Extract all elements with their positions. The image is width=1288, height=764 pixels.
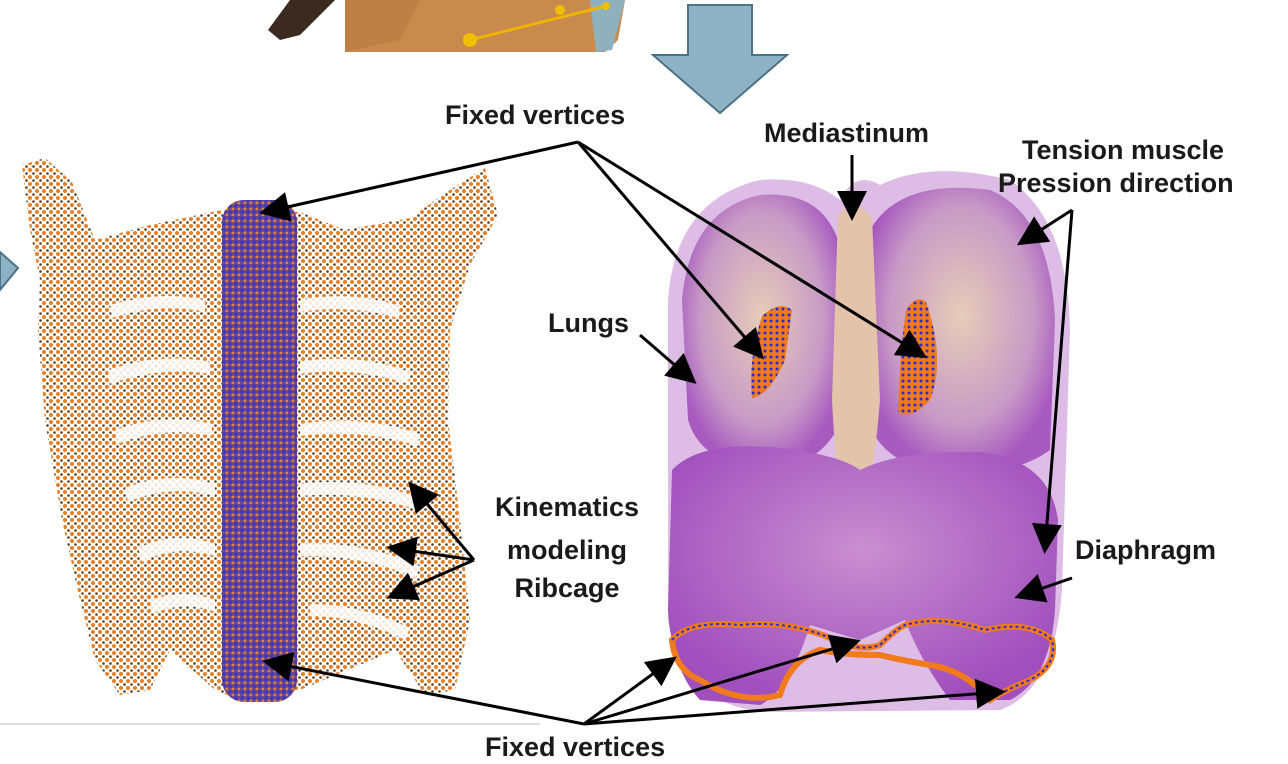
arrow-fixed-diaphragm-left	[584, 660, 672, 724]
label-fixed-vertices-top: Fixed vertices	[445, 100, 625, 131]
label-mediastinum: Mediastinum	[764, 118, 929, 149]
label-diaphragm: Diaphragm	[1075, 535, 1216, 566]
label-tension-muscle: Tension muscle	[1022, 135, 1224, 166]
ribcage-model	[22, 158, 498, 702]
label-modeling: modeling	[474, 535, 660, 566]
spine-fixed-vertices	[222, 200, 297, 702]
label-pression-direction: Pression direction	[998, 168, 1234, 199]
arrow-fixed-spine	[265, 142, 578, 212]
label-ribcage: Ribcage	[474, 573, 660, 604]
label-lungs: Lungs	[548, 308, 629, 339]
lungs-model	[668, 171, 1070, 712]
head-model-fragment	[268, 0, 625, 52]
label-fixed-vertices-bottom: Fixed vertices	[485, 732, 665, 763]
right-arrow-icon	[0, 252, 18, 290]
label-kinematics: Kinematics	[474, 492, 660, 523]
down-arrow-icon	[653, 5, 787, 113]
